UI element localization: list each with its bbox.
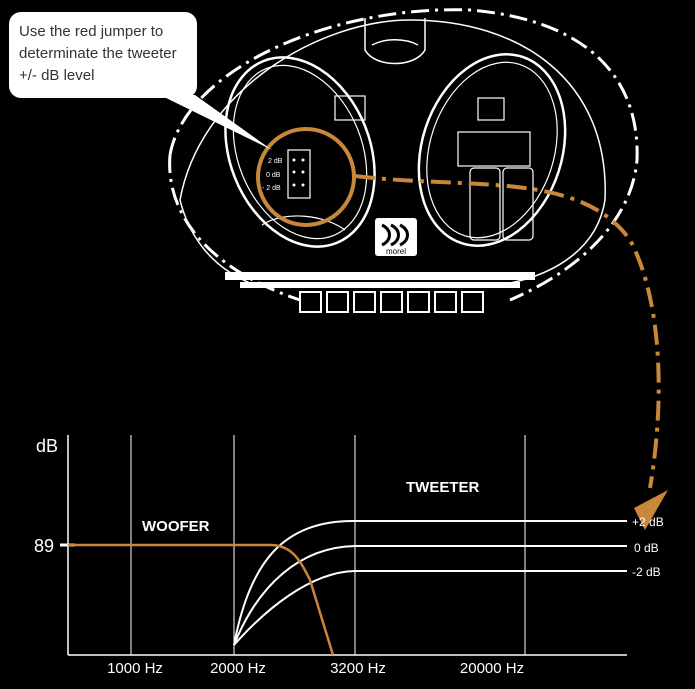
vent-grille [225, 272, 535, 313]
logo-text: morel [386, 247, 406, 256]
morel-logo: morel [375, 218, 417, 256]
tweeter-curve-0 [233, 545, 627, 646]
callout-box [9, 12, 197, 98]
right-terminal-cup [417, 53, 567, 247]
left-terminal-cup [224, 56, 376, 248]
woofer-curve [68, 543, 335, 656]
callout-pointer [160, 95, 272, 150]
jumper-block: 2 dB 0 dB - 2 dB [262, 149, 311, 199]
terminal-latch [364, 18, 426, 65]
y-tick-label: 89 [34, 536, 54, 556]
terminal-housing [179, 19, 606, 286]
tweeter-label: TWEETER [406, 479, 479, 496]
tweeter-curve-plus2 [233, 519, 627, 646]
terminal-outline [168, 8, 639, 302]
jumper-label-minus2: - 2 dB [262, 185, 281, 192]
x-tick-label-1000hz: 1000 Hz [107, 660, 163, 677]
x-tick-label-2000hz: 2000 Hz [210, 660, 266, 677]
jumper-highlight-circle [256, 127, 356, 227]
level-label-minus2: -2 dB [632, 565, 661, 579]
woofer-label: WOOFER [142, 518, 210, 535]
level-label-plus2: +2 dB [632, 515, 664, 529]
frequency-response-graph: dB 89 1000 Hz 2000 Hz 3200 Hz 20000 Hz W… [34, 435, 664, 677]
callout-line-1: Use the red jumper to [19, 23, 164, 40]
latch-detail [371, 39, 419, 46]
speaker-terminal-illustration: 2 dB 0 dB - 2 dB morel [168, 8, 639, 313]
pointer-arrow-head [634, 490, 668, 530]
jumper-label-plus2: 2 dB [268, 158, 283, 165]
y-axis-label: dB [36, 436, 58, 456]
callout-line-2: determinate the tweeter [19, 45, 177, 62]
level-label-0: 0 dB [634, 541, 659, 555]
callout-line-3: +/- dB level [19, 67, 95, 84]
jumper-label-0: 0 dB [266, 172, 281, 179]
callout-text: Use the red jumper to determinate the tw… [19, 21, 199, 87]
tweeter-curve-minus2 [233, 570, 627, 646]
x-tick-label-3200hz: 3200 Hz [330, 660, 386, 677]
x-tick-label-20000hz: 20000 Hz [460, 660, 524, 677]
